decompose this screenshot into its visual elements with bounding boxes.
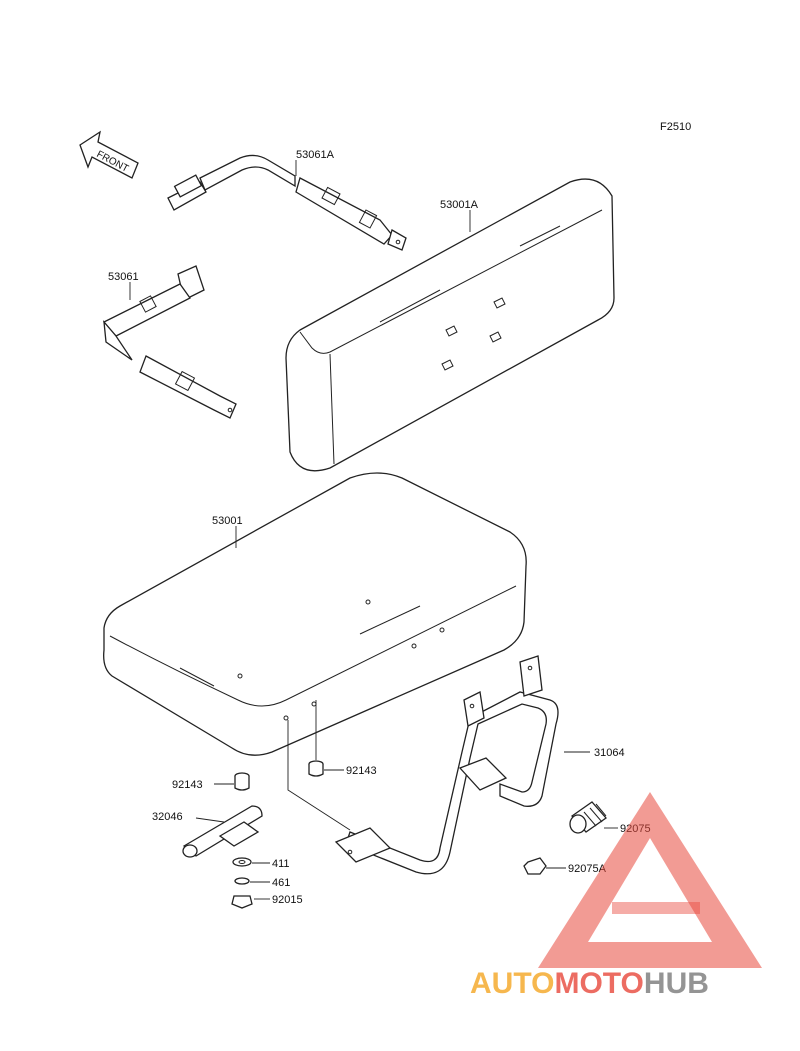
watermark-auto: AUTO — [470, 967, 554, 1000]
strap-53061 — [102, 265, 237, 419]
figure-code: F2510 — [660, 121, 691, 133]
seat-cushion-53001 — [103, 472, 527, 756]
pipe-32046 — [182, 805, 263, 858]
damper-92143-right — [308, 760, 324, 777]
callout-53001: 53001 — [212, 515, 243, 527]
front-arrow-icon: FRONT — [79, 130, 139, 179]
callout-32046: 32046 — [152, 811, 183, 823]
leader-lines — [129, 160, 618, 900]
bracket-31064 — [334, 655, 559, 875]
washer-411 — [232, 857, 252, 867]
watermark-hub: HUB — [644, 967, 709, 1000]
svg-text:AUTOMOTOHUB: AUTOMOTOHUB — [470, 967, 709, 1000]
callout-53061: 53061 — [108, 271, 139, 283]
nut-92015 — [231, 895, 253, 909]
callout-92015: 92015 — [272, 894, 303, 906]
callout-411: 411 — [272, 858, 290, 870]
damper-92143-left — [234, 772, 250, 791]
lock-washer-461 — [234, 877, 250, 885]
callout-461: 461 — [272, 877, 290, 889]
callout-92075a: 92075A — [568, 863, 607, 875]
callout-31064: 31064 — [594, 747, 625, 759]
collar-92075 — [569, 801, 607, 834]
watermark-moto: MOTO — [554, 967, 643, 1000]
callout-92143-left: 92143 — [172, 779, 203, 791]
callout-53061a: 53061A — [296, 149, 335, 161]
callout-53001a: 53001A — [440, 199, 479, 211]
callout-92143-right: 92143 — [346, 765, 377, 777]
watermark-logo: AUTOMOTOHUB — [470, 792, 762, 1000]
nut-92075a — [523, 857, 547, 875]
backrest-53001a — [285, 178, 615, 472]
strap-53061a — [167, 154, 407, 251]
